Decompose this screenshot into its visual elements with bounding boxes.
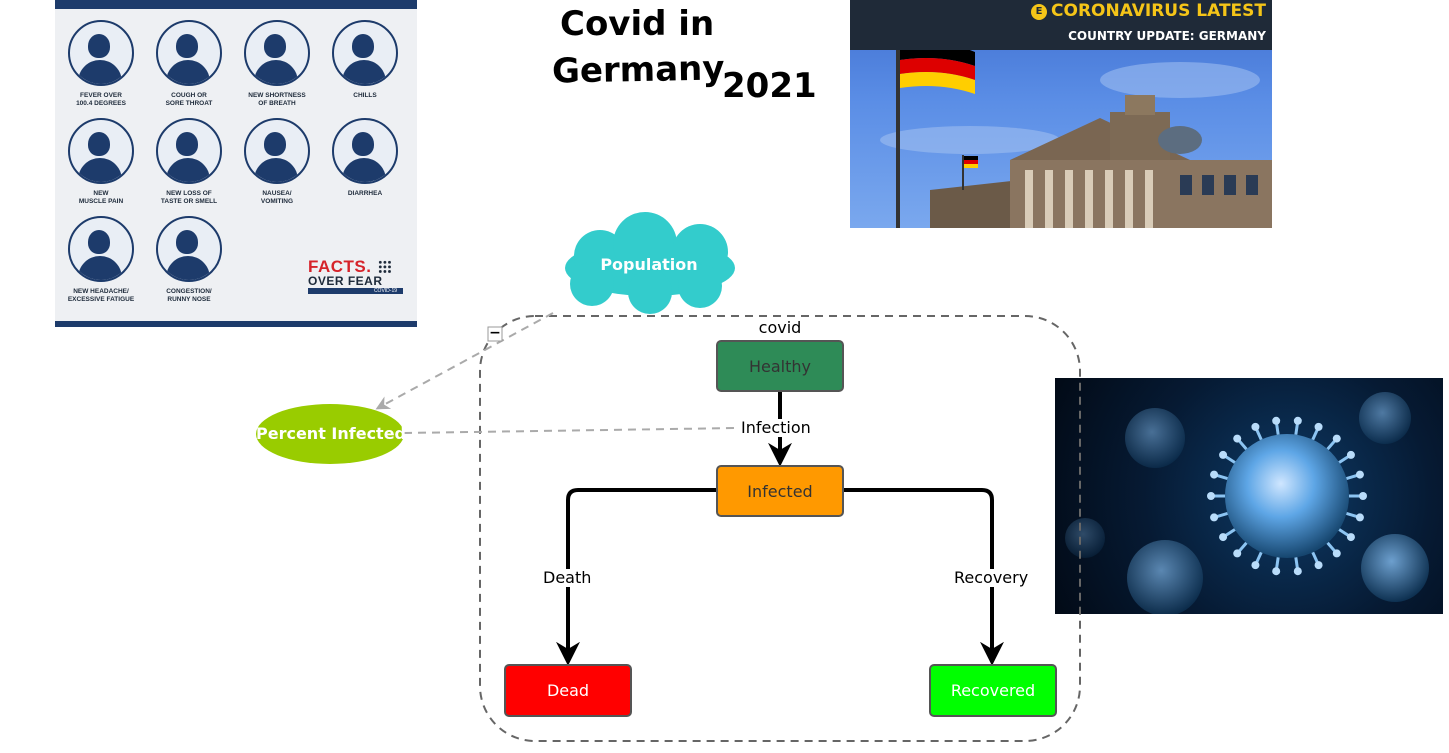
- virus-illustration: [1065, 392, 1429, 614]
- virus-spike-tip: [1355, 513, 1364, 522]
- headache-icon: [68, 216, 134, 282]
- virus-spike-tip: [1272, 567, 1281, 576]
- virus-spike-tip: [1314, 422, 1323, 431]
- virus-spike-tip: [1233, 434, 1242, 443]
- virus-spike-tip: [1210, 470, 1219, 479]
- virus-spike-tip: [1207, 492, 1215, 500]
- death-flow[interactable]: [556, 488, 718, 666]
- news-headline-text: CORONAVIRUS LATEST: [1051, 1, 1266, 21]
- virus-spike-tip: [1346, 450, 1355, 459]
- healthy-node[interactable]: Healthy: [716, 340, 844, 392]
- symptom-item: CONGESTION/ RUNNY NOSE: [144, 216, 234, 303]
- logo-dots: [378, 260, 392, 274]
- symptom-item: COUGH OR SORE THROAT: [144, 20, 234, 107]
- runny-nose-icon: [156, 216, 222, 282]
- infection-label: Infection: [740, 418, 812, 437]
- coronavirus-image: [1055, 378, 1443, 614]
- population-to-percent-link[interactable]: [375, 312, 554, 410]
- title-year: 2021: [722, 66, 817, 106]
- percent-infected-label: Percent Infected: [256, 424, 407, 443]
- title-line1: Covid in: [560, 4, 715, 44]
- thermometer-icon: [68, 20, 134, 86]
- symptom-label: CONGESTION/ RUNNY NOSE: [166, 288, 212, 303]
- population-label: Population: [600, 255, 698, 274]
- facts-line1: FACTS.: [308, 257, 372, 276]
- virus-spike-tip: [1293, 416, 1302, 425]
- symptom-label: CHILLS: [353, 92, 377, 99]
- recovery-flow[interactable]: [842, 488, 1004, 666]
- symptom-label: DIARRHEA: [347, 190, 383, 197]
- symptom-label: COUGH OR SORE THROAT: [165, 92, 213, 107]
- virus-spike-tip: [1355, 470, 1364, 479]
- snowflake-icon: [332, 20, 398, 86]
- infected-node[interactable]: Infected: [716, 465, 844, 517]
- stomach-icon: [332, 118, 398, 184]
- virus-spike-tip: [1251, 422, 1260, 431]
- virus-spike-tip: [1332, 434, 1341, 443]
- virus-spike-tip: [1293, 567, 1302, 576]
- symptom-label: NEW HEADACHE/ EXCESSIVE FATIGUE: [67, 288, 135, 303]
- percent-infected-node[interactable]: [256, 404, 404, 464]
- population-cloud[interactable]: [565, 212, 735, 314]
- symptom-item: NAUSEA/ VOMITING: [232, 118, 322, 205]
- virus-spike-tip: [1210, 513, 1219, 522]
- virus-spike-tip: [1346, 533, 1355, 542]
- symptom-item: FEVER OVER 100.4 DEGREES: [56, 20, 146, 107]
- recovered-node[interactable]: Recovered: [929, 664, 1057, 717]
- symptom-item: DIARRHEA: [320, 118, 410, 198]
- virus-spike-tip: [1233, 549, 1242, 558]
- symptom-item: NEW MUSCLE PAIN: [56, 118, 146, 205]
- symptom-item: NEW SHORTNESS OF BREATH: [232, 20, 322, 107]
- dead-node[interactable]: Dead: [504, 664, 632, 717]
- container-label: covid: [758, 318, 802, 337]
- symptom-label: NEW LOSS OF TASTE OR SMELL: [160, 190, 218, 205]
- symptom-item: NEW HEADACHE/ EXCESSIVE FATIGUE: [56, 216, 146, 303]
- news-header-band: [850, 0, 1272, 50]
- symptoms-infographic: FEVER OVER 100.4 DEGREES COUGH OR SORE TH…: [55, 0, 417, 327]
- collapse-button[interactable]: [487, 326, 503, 342]
- nausea-icon: [244, 118, 310, 184]
- death-label: Death: [542, 568, 593, 587]
- symptom-item: NEW LOSS OF TASTE OR SMELL: [144, 118, 234, 205]
- virus-spike-tip: [1272, 416, 1281, 425]
- taste-loss-icon: [156, 118, 222, 184]
- virus-spike-tip: [1219, 533, 1228, 542]
- infographic-top-bar: [55, 0, 417, 9]
- virus-spike-tip: [1314, 561, 1323, 570]
- covid-container[interactable]: [479, 315, 1081, 742]
- percent-to-infection-link[interactable]: [403, 427, 739, 434]
- symptom-label: NEW MUSCLE PAIN: [78, 190, 124, 205]
- virus-spike-tip: [1219, 450, 1228, 459]
- virus-spike-tip: [1251, 561, 1260, 570]
- facts-line3: COVID-19: [308, 288, 403, 294]
- breath-icon: [244, 20, 310, 86]
- news-badge-icon: E: [1031, 4, 1048, 20]
- recovery-label: Recovery: [953, 568, 1030, 587]
- symptom-label: NEW SHORTNESS OF BREATH: [248, 92, 306, 107]
- facts-over-fear-logo: FACTS. OVER FEAR COVID-19: [308, 258, 403, 294]
- symptom-label: FEVER OVER 100.4 DEGREES: [76, 92, 126, 107]
- news-subheadline: COUNTRY UPDATE: GERMANY: [1068, 29, 1266, 43]
- virus-spike-tip: [1332, 549, 1341, 558]
- cough-icon: [156, 20, 222, 86]
- virus-spike-tip: [1359, 492, 1367, 500]
- symptom-item: CHILLS: [320, 20, 410, 100]
- collapse-icon[interactable]: −: [489, 325, 501, 341]
- symptom-label: NAUSEA/ VOMITING: [260, 190, 294, 205]
- reichstag-illustration: [880, 40, 1272, 228]
- muscle-pain-icon: [68, 118, 134, 184]
